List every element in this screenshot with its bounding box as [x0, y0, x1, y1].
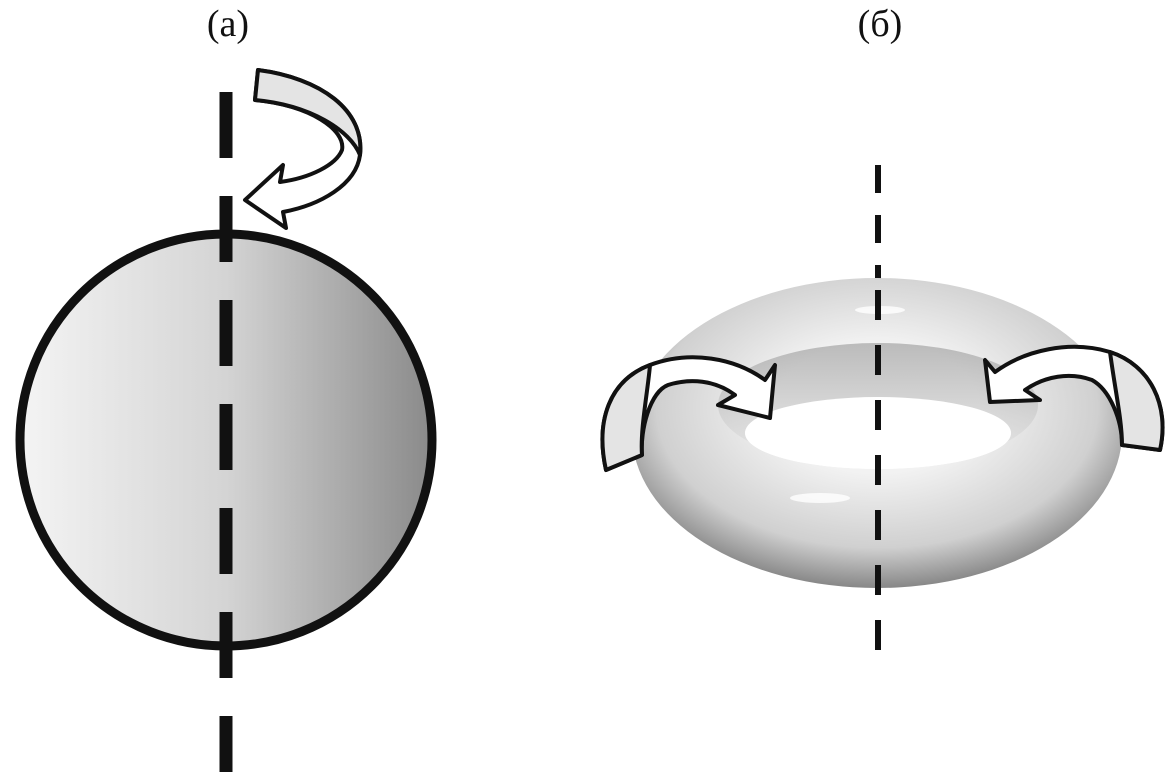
- torus-highlight: [790, 493, 850, 503]
- sphere-panel: [15, 68, 437, 772]
- rotation-arrow-b-left-back: [600, 363, 652, 472]
- panel-a-label: (a): [206, 3, 250, 45]
- rotation-arrow-a-back: [253, 68, 363, 157]
- torus-hole: [745, 397, 1011, 469]
- torus-panel: [600, 165, 1165, 670]
- panel-b-label: (б): [857, 3, 903, 45]
- torus: [632, 278, 1122, 588]
- rotation-arrow-b-right-back: [1108, 350, 1165, 452]
